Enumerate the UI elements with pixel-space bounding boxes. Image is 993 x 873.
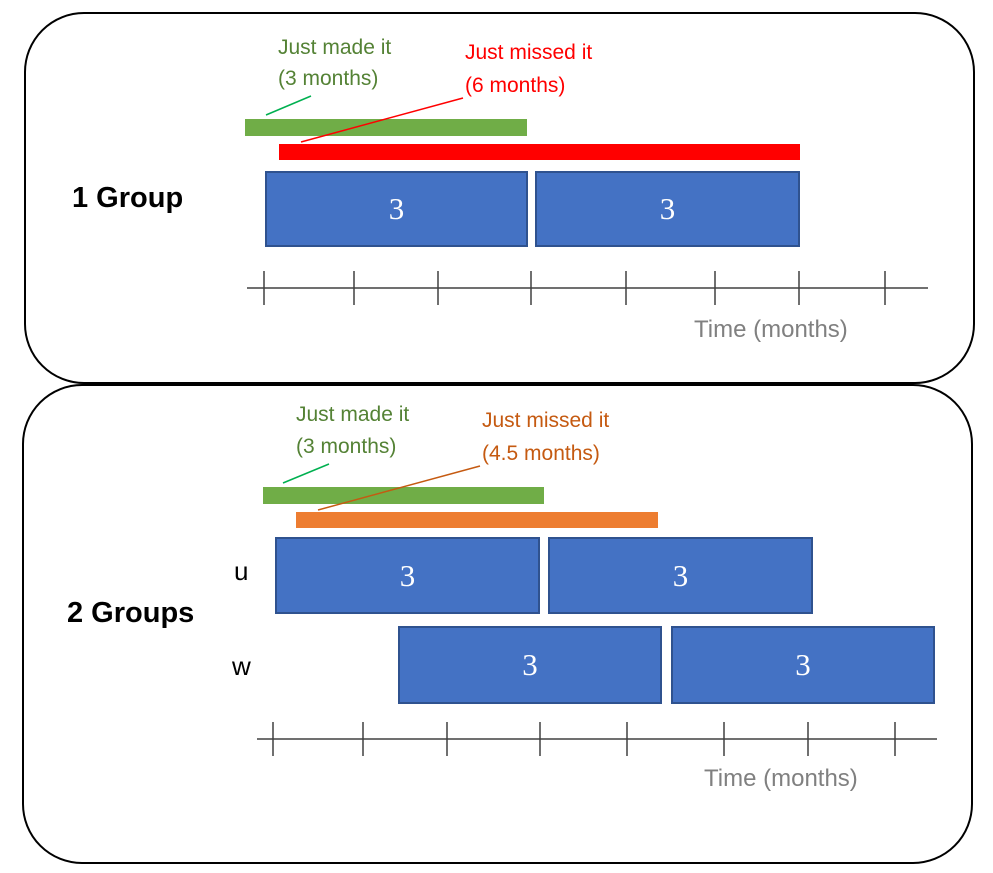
just-made-it-duration-2: (3 months): [296, 435, 397, 458]
just-missed-it-duration-2: (4.5 months): [482, 442, 600, 465]
time-axis-label-2: Time (months): [704, 765, 858, 792]
made-it-connector-2: [282, 463, 330, 484]
group-label-1: 1 Group: [72, 182, 184, 214]
period-block: 3: [275, 537, 540, 614]
period-block: 3: [535, 171, 800, 247]
missed-it-connector-2: [317, 465, 481, 511]
time-axis-ticks-2: [272, 722, 896, 756]
made-it-connector-1: [265, 95, 312, 116]
just-missed-it-duration-1: (6 months): [465, 74, 566, 97]
time-axis-ticks-1: [263, 271, 886, 305]
just-missed-it-label-2: Just missed it: [482, 409, 610, 432]
just-made-it-duration-1: (3 months): [278, 67, 379, 90]
period-block: 3: [671, 626, 935, 704]
just-missed-it-bar-1: [279, 144, 800, 160]
period-block: 3: [265, 171, 528, 247]
just-made-it-label-2: Just made it: [296, 403, 410, 426]
just-missed-it-label-1: Just missed it: [465, 41, 593, 64]
just-made-it-bar-2: [263, 487, 544, 504]
period-block: 3: [548, 537, 813, 614]
time-axis-label-1: Time (months): [694, 316, 848, 343]
missed-it-connector-1: [300, 97, 464, 143]
just-made-it-label-1: Just made it: [278, 36, 392, 59]
just-made-it-bar-1: [245, 119, 527, 136]
two-groups-panel: [22, 384, 973, 864]
row-label-w: w: [232, 651, 251, 681]
row-label-u: u: [234, 556, 249, 586]
group-label-2: 2 Groups: [67, 597, 195, 629]
just-missed-it-bar-2: [296, 512, 658, 528]
period-block: 3: [398, 626, 662, 704]
